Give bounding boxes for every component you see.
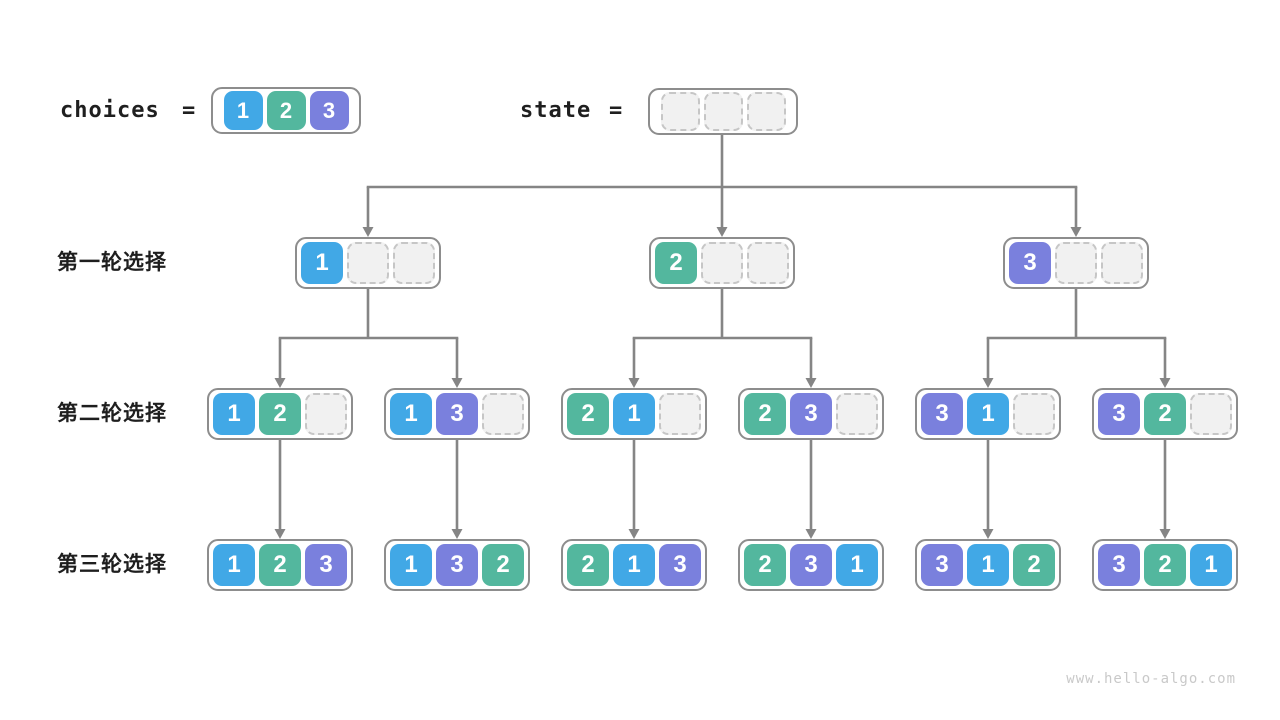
empty-cell [746, 92, 786, 131]
choice-cell-3: 3 [305, 544, 347, 586]
empty-cell [1190, 393, 1232, 435]
empty-cell [701, 242, 743, 284]
choice-cell-1: 1 [301, 242, 343, 284]
empty-cell [747, 242, 789, 284]
choice-cell-2: 2 [482, 544, 524, 586]
choice-cell-3: 3 [790, 393, 832, 435]
choice-cell-2: 2 [567, 393, 609, 435]
choice-cell-1: 1 [613, 393, 655, 435]
empty-cell [347, 242, 389, 284]
empty-cell [1055, 242, 1097, 284]
empty-cell [393, 242, 435, 284]
choice-cell-1: 1 [390, 393, 432, 435]
choice-cell-3: 3 [921, 393, 963, 435]
choice-cell-1: 1 [390, 544, 432, 586]
empty-cell [703, 92, 743, 131]
choice-cell-3: 3 [659, 544, 701, 586]
empty-cell [660, 92, 700, 131]
empty-cell [659, 393, 701, 435]
state-node-round1-2: 2 [649, 237, 795, 289]
choice-cell-3: 3 [1009, 242, 1051, 284]
choice-cell-1: 1 [213, 544, 255, 586]
choice-cell-3: 3 [1098, 544, 1140, 586]
state-array-box [648, 88, 798, 135]
choices-label: choices [60, 98, 160, 123]
choice-cell-1: 1 [613, 544, 655, 586]
choice-cell-2: 2 [655, 242, 697, 284]
choice-cell-1: 1 [1190, 544, 1232, 586]
empty-cell [1101, 242, 1143, 284]
choice-cell-3: 3 [309, 91, 349, 130]
round-2-label: 第二轮选择 [57, 402, 167, 425]
choice-cell-2: 2 [744, 393, 786, 435]
empty-cell [836, 393, 878, 435]
choice-cell-1: 1 [967, 544, 1009, 586]
empty-cell [1013, 393, 1055, 435]
round-3-label: 第三轮选择 [57, 553, 167, 576]
choice-cell-2: 2 [266, 91, 306, 130]
choice-cell-2: 2 [259, 393, 301, 435]
state-node-round1-1: 1 [295, 237, 441, 289]
choice-cell-1: 1 [967, 393, 1009, 435]
choice-cell-2: 2 [259, 544, 301, 586]
choice-cell-1: 1 [213, 393, 255, 435]
choice-cell-3: 3 [790, 544, 832, 586]
round-1-label: 第一轮选择 [57, 251, 167, 274]
state-label: state [520, 98, 592, 123]
state-node-round1-3: 3 [1003, 237, 1149, 289]
choices-equals-sign: = [182, 98, 197, 123]
choice-cell-2: 2 [567, 544, 609, 586]
choice-cell-3: 3 [1098, 393, 1140, 435]
choice-cell-1: 1 [223, 91, 263, 130]
choice-cell-1: 1 [836, 544, 878, 586]
choice-cell-2: 2 [1013, 544, 1055, 586]
watermark-url: www.hello-algo.com [1066, 671, 1236, 687]
choice-cell-3: 3 [436, 393, 478, 435]
choice-cell-2: 2 [1144, 544, 1186, 586]
choice-cell-2: 2 [744, 544, 786, 586]
choice-cell-3: 3 [921, 544, 963, 586]
choice-cell-3: 3 [436, 544, 478, 586]
choice-cell-2: 2 [1144, 393, 1186, 435]
state-equals-sign: = [609, 98, 624, 123]
empty-cell [482, 393, 524, 435]
empty-cell [305, 393, 347, 435]
